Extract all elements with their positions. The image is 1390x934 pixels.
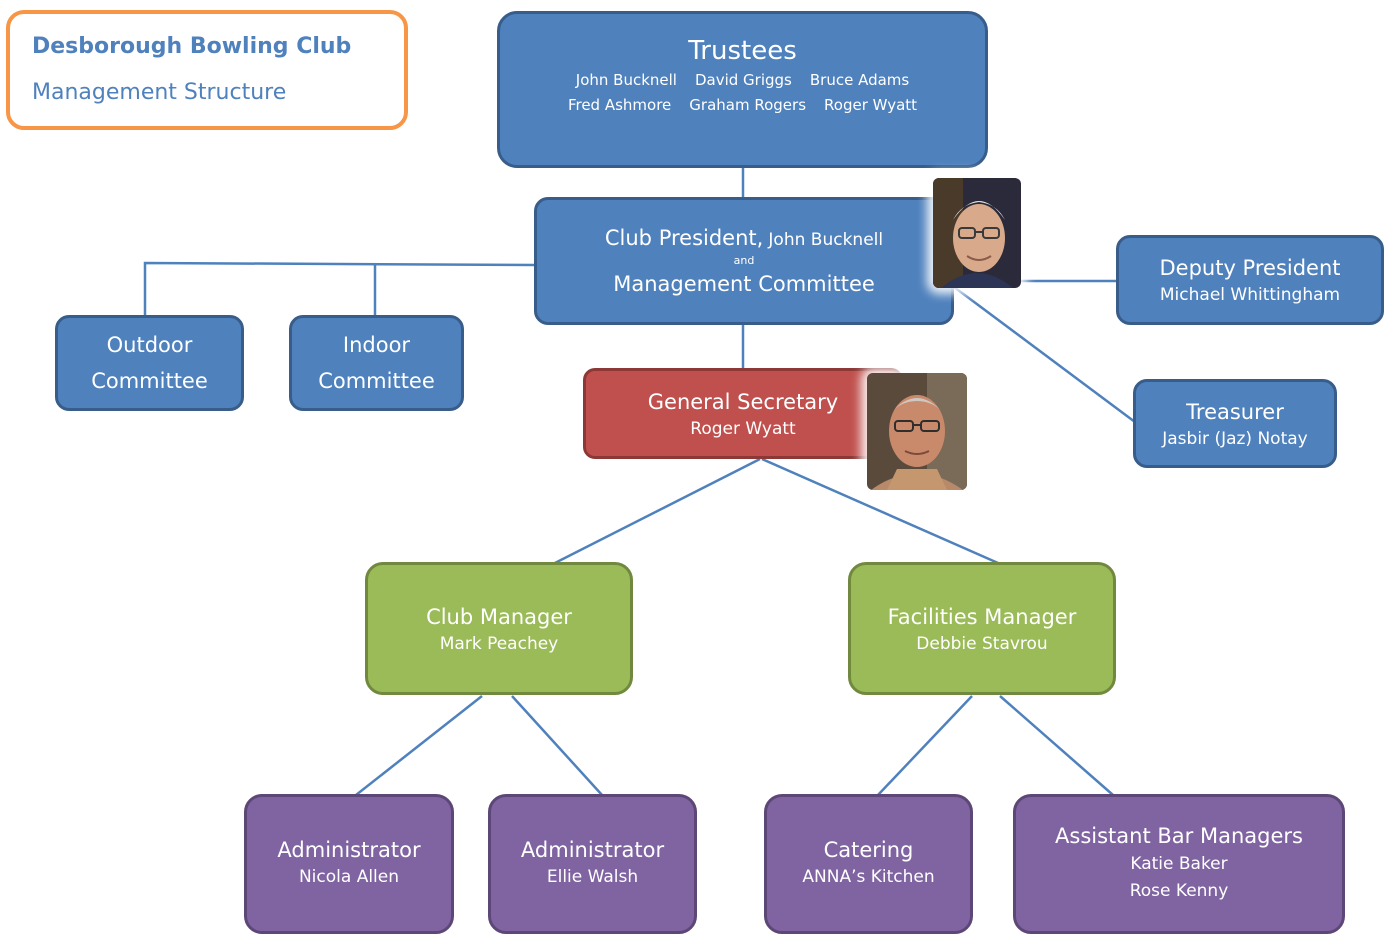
- administrator-box-1: Administrator Nicola Allen: [244, 794, 454, 934]
- facilities-manager-role: Facilities Manager: [887, 604, 1077, 629]
- trustee-name: Roger Wyatt: [824, 96, 918, 114]
- connector-facilities-bar: [999, 695, 1114, 796]
- bar-managers-role: Assistant Bar Managers: [1055, 824, 1303, 848]
- trustee-name: David Griggs: [694, 71, 792, 89]
- secretary-name: Roger Wyatt: [690, 418, 796, 439]
- title-box: Desborough Bowling Club Management Struc…: [6, 10, 408, 130]
- management-committee-label: Management Committee: [613, 272, 875, 296]
- catering-role: Catering: [823, 838, 914, 862]
- indoor-committee-label: Committee: [318, 369, 435, 393]
- facilities-manager-box: Facilities Manager Debbie Stavrou: [848, 562, 1116, 695]
- president-name: John Bucknell: [768, 230, 884, 250]
- president-photo: [933, 178, 1021, 288]
- outdoor-committee-box: Outdoor Committee: [55, 315, 244, 411]
- trustee-name: John Bucknell: [575, 71, 677, 89]
- catering-name: ANNA’s Kitchen: [802, 867, 935, 887]
- deputy-name: Michael Whittingham: [1159, 285, 1341, 305]
- catering-box: Catering ANNA’s Kitchen: [764, 794, 973, 934]
- connector-president-treasurer: [949, 282, 1136, 424]
- treasurer-box: Treasurer Jasbir (Jaz) Notay: [1133, 379, 1337, 468]
- administrator-1-role: Administrator: [277, 838, 421, 862]
- treasurer-role: Treasurer: [1186, 399, 1284, 424]
- president-and: and: [733, 254, 755, 267]
- treasurer-name: Jasbir (Jaz) Notay: [1162, 428, 1308, 449]
- connector-facilities-catering: [877, 695, 973, 796]
- indoor-committee-box: Indoor Committee: [289, 315, 464, 411]
- secretary-role: General Secretary: [647, 389, 839, 414]
- bar-manager-name-2: Rose Kenny: [1129, 881, 1229, 901]
- trustees-box: Trustees John Bucknell David Griggs Bruc…: [497, 11, 988, 168]
- deputy-role: Deputy President: [1159, 256, 1341, 280]
- trustees-names-row-2: Fred Ashmore Graham Rogers Roger Wyatt: [568, 93, 917, 118]
- connector-president-committees: [143, 261, 536, 316]
- administrator-2-role: Administrator: [520, 838, 665, 862]
- chart-subtitle: Management Structure: [32, 80, 287, 105]
- administrator-2-name: Ellie Walsh: [546, 867, 639, 887]
- connector-clubmanager-admin1: [355, 695, 483, 796]
- general-secretary-box: General Secretary Roger Wyatt: [583, 368, 903, 459]
- trustees-title: Trustees: [688, 36, 797, 66]
- administrator-box-2: Administrator Ellie Walsh: [488, 794, 697, 934]
- president-box: Club President, John Bucknell and Manage…: [534, 197, 954, 325]
- deputy-president-box: Deputy President Michael Whittingham: [1116, 235, 1384, 325]
- trustees-names-row-1: John Bucknell David Griggs Bruce Adams: [576, 68, 909, 93]
- outdoor-label: Outdoor: [106, 333, 193, 357]
- facilities-manager-name: Debbie Stavrou: [916, 633, 1048, 654]
- outdoor-committee-label: Committee: [91, 369, 208, 393]
- trustee-name: Graham Rogers: [689, 96, 807, 114]
- club-name: Desborough Bowling Club: [32, 34, 352, 59]
- connector-secretary-clubmanager: [552, 457, 761, 566]
- club-manager-role: Club Manager: [426, 604, 572, 629]
- club-manager-name: Mark Peachey: [439, 633, 559, 654]
- bar-manager-name-1: Katie Baker: [1130, 854, 1228, 874]
- secretary-photo: [867, 373, 967, 490]
- trustee-name: Fred Ashmore: [567, 96, 672, 114]
- indoor-label: Indoor: [342, 333, 411, 357]
- club-manager-box: Club Manager Mark Peachey: [365, 562, 633, 695]
- assistant-bar-managers-box: Assistant Bar Managers Katie Baker Rose …: [1013, 794, 1345, 934]
- president-heading: Club President, John Bucknell: [605, 223, 883, 253]
- connector-secretary-facilities: [761, 457, 999, 565]
- president-role: Club President,: [604, 226, 764, 250]
- trustee-name: Bruce Adams: [809, 71, 910, 89]
- connector-clubmanager-admin2: [511, 695, 603, 796]
- administrator-1-name: Nicola Allen: [298, 867, 400, 887]
